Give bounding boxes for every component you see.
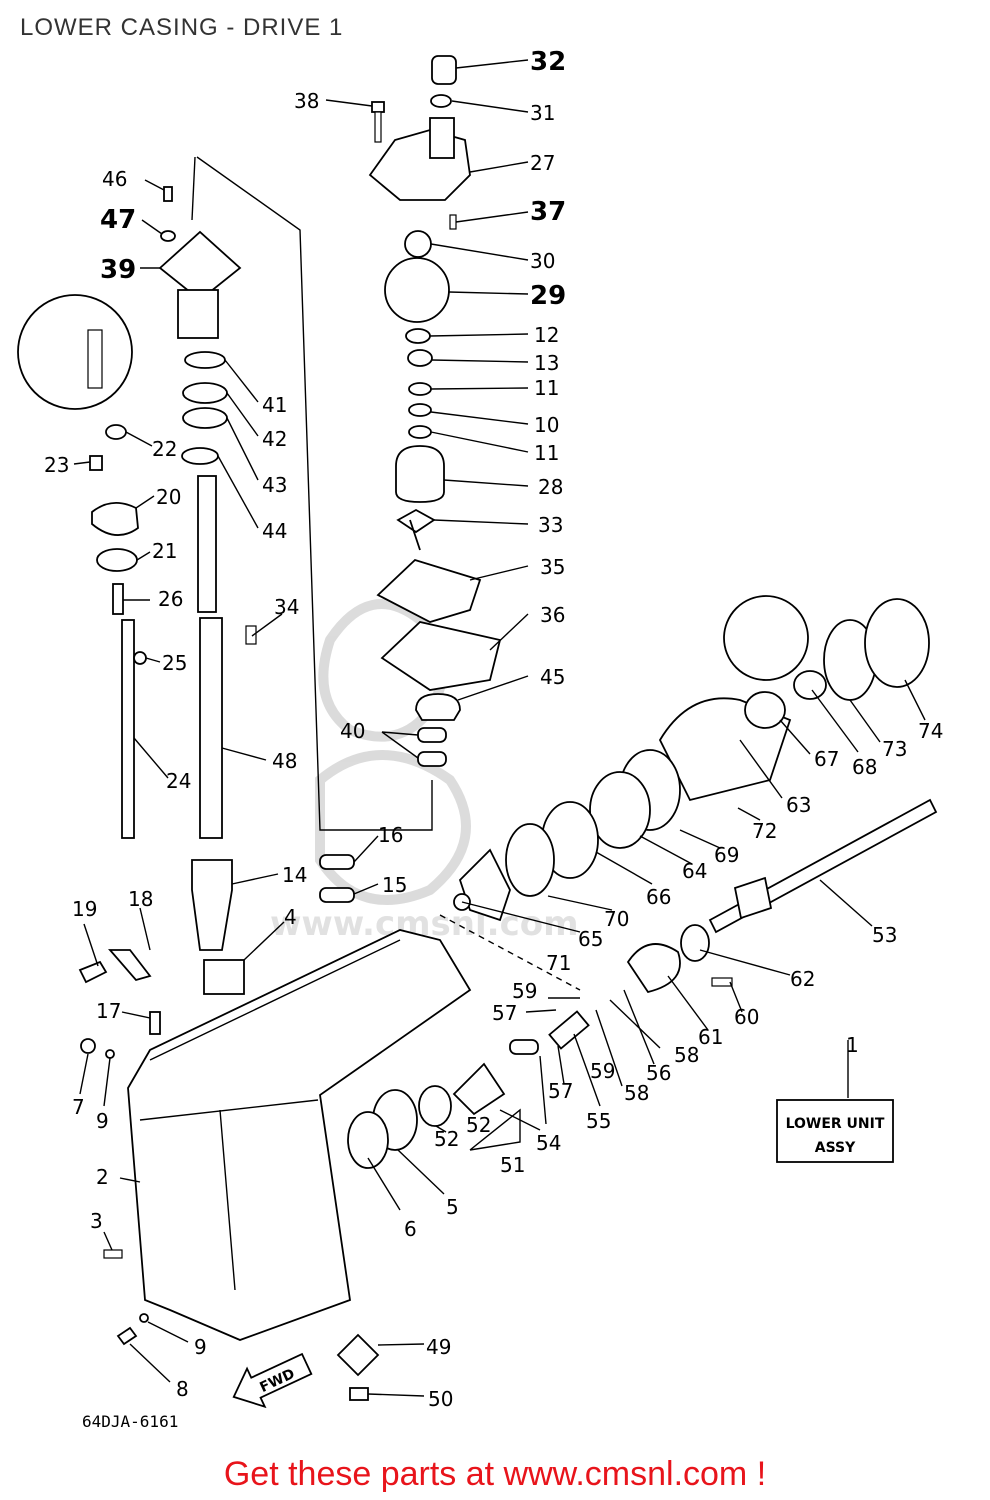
part-label-57b: 57 xyxy=(548,1079,573,1103)
part-label-48: 48 xyxy=(272,749,297,773)
part-label-29: 29 xyxy=(530,281,566,311)
part-label-8: 8 xyxy=(176,1377,189,1401)
fwd-arrow-icon: FWD xyxy=(232,1352,313,1409)
part-label-61: 61 xyxy=(698,1025,723,1049)
cta-link[interactable]: Get these parts at www.cmsnl.com ! xyxy=(223,1455,767,1493)
part-label-19: 19 xyxy=(72,897,97,921)
leader-lines xyxy=(73,59,926,1397)
part-label-20: 20 xyxy=(156,485,181,509)
lower-unit-line1: LOWER UNIT xyxy=(786,1116,885,1132)
part-label-74: 74 xyxy=(918,719,943,743)
part-label-30: 30 xyxy=(530,249,555,273)
part-label-47: 47 xyxy=(100,205,136,235)
part-label-38: 38 xyxy=(294,89,319,113)
part-label-68: 68 xyxy=(852,755,877,779)
part-label-69: 69 xyxy=(714,843,739,867)
part-label-42: 42 xyxy=(262,427,287,451)
part-label-27: 27 xyxy=(530,151,555,175)
part-label-60: 60 xyxy=(734,1005,759,1029)
part-label-43: 43 xyxy=(262,473,287,497)
lower-casing-housing xyxy=(78,929,472,1346)
part-label-21: 21 xyxy=(152,539,177,563)
part-label-14: 14 xyxy=(282,863,307,887)
part-label-16: 16 xyxy=(378,823,403,847)
part-label-45: 45 xyxy=(540,665,565,689)
part-label-50: 50 xyxy=(428,1387,453,1411)
propeller-shaft-parts xyxy=(336,595,938,1401)
part-number-labels: 3231382737302912131110112833353645404647… xyxy=(44,47,943,1411)
part-label-56: 56 xyxy=(646,1061,671,1085)
part-label-65: 65 xyxy=(578,927,603,951)
part-label-4: 4 xyxy=(284,905,297,929)
part-label-51: 51 xyxy=(500,1153,525,1177)
part-label-15: 15 xyxy=(382,873,407,897)
part-label-11b: 11 xyxy=(534,441,559,465)
part-label-41: 41 xyxy=(262,393,287,417)
part-label-73: 73 xyxy=(882,737,907,761)
part-label-24: 24 xyxy=(166,769,191,793)
part-label-62: 62 xyxy=(790,967,815,991)
part-label-9a: 9 xyxy=(96,1109,109,1133)
watermark-graphic: www.cmsnl.com xyxy=(270,599,579,944)
part-label-6: 6 xyxy=(404,1217,417,1241)
driveshaft-parts xyxy=(17,186,355,995)
part-label-36: 36 xyxy=(540,603,565,627)
part-label-22: 22 xyxy=(152,437,177,461)
part-label-5: 5 xyxy=(446,1195,459,1219)
part-label-13: 13 xyxy=(534,351,559,375)
part-label-59b: 59 xyxy=(590,1059,615,1083)
part-label-31: 31 xyxy=(530,101,555,125)
part-label-7: 7 xyxy=(72,1095,85,1119)
part-label-40: 40 xyxy=(340,719,365,743)
page-title: LOWER CASING - DRIVE 1 xyxy=(20,14,344,41)
part-label-25: 25 xyxy=(162,651,187,675)
part-label-12: 12 xyxy=(534,323,559,347)
part-label-46: 46 xyxy=(102,167,127,191)
part-label-54: 54 xyxy=(536,1131,561,1155)
part-label-34: 34 xyxy=(274,595,299,619)
part-label-59a: 59 xyxy=(512,979,537,1003)
part-label-57a: 57 xyxy=(492,1001,517,1025)
part-label-66: 66 xyxy=(646,885,671,909)
part-label-58a: 58 xyxy=(624,1081,649,1105)
part-label-44: 44 xyxy=(262,519,287,543)
part-label-63: 63 xyxy=(786,793,811,817)
part-label-39: 39 xyxy=(100,255,136,285)
part-label-3: 3 xyxy=(90,1209,103,1233)
part-label-49: 49 xyxy=(426,1335,451,1359)
part-label-26: 26 xyxy=(158,587,183,611)
part-label-9b: 9 xyxy=(194,1335,207,1359)
part-label-1: 1 xyxy=(846,1033,859,1057)
water-pump-parts xyxy=(368,55,502,767)
part-label-71: 71 xyxy=(546,951,571,975)
drawing-code: 64DJA-6161 xyxy=(82,1412,179,1431)
part-label-2: 2 xyxy=(96,1165,109,1189)
part-label-18: 18 xyxy=(128,887,153,911)
part-label-52a: 52 xyxy=(434,1127,459,1151)
part-label-17: 17 xyxy=(96,999,121,1023)
part-label-33: 33 xyxy=(538,513,563,537)
part-label-52b: 52 xyxy=(466,1113,491,1137)
part-label-58b: 58 xyxy=(674,1043,699,1067)
part-label-37: 37 xyxy=(530,197,566,227)
part-label-67: 67 xyxy=(814,747,839,771)
part-label-28: 28 xyxy=(538,475,563,499)
part-label-64: 64 xyxy=(682,859,707,883)
part-label-32: 32 xyxy=(530,47,566,77)
part-label-72: 72 xyxy=(752,819,777,843)
lower-unit-line2: ASSY xyxy=(815,1140,856,1156)
part-label-10: 10 xyxy=(534,413,559,437)
part-label-53: 53 xyxy=(872,923,897,947)
part-label-35: 35 xyxy=(540,555,565,579)
part-label-23: 23 xyxy=(44,453,69,477)
part-label-11a: 11 xyxy=(534,376,559,400)
lower-unit-assy-box: LOWER UNIT ASSY xyxy=(776,1099,894,1163)
part-label-55: 55 xyxy=(586,1109,611,1133)
part-label-70: 70 xyxy=(604,907,629,931)
